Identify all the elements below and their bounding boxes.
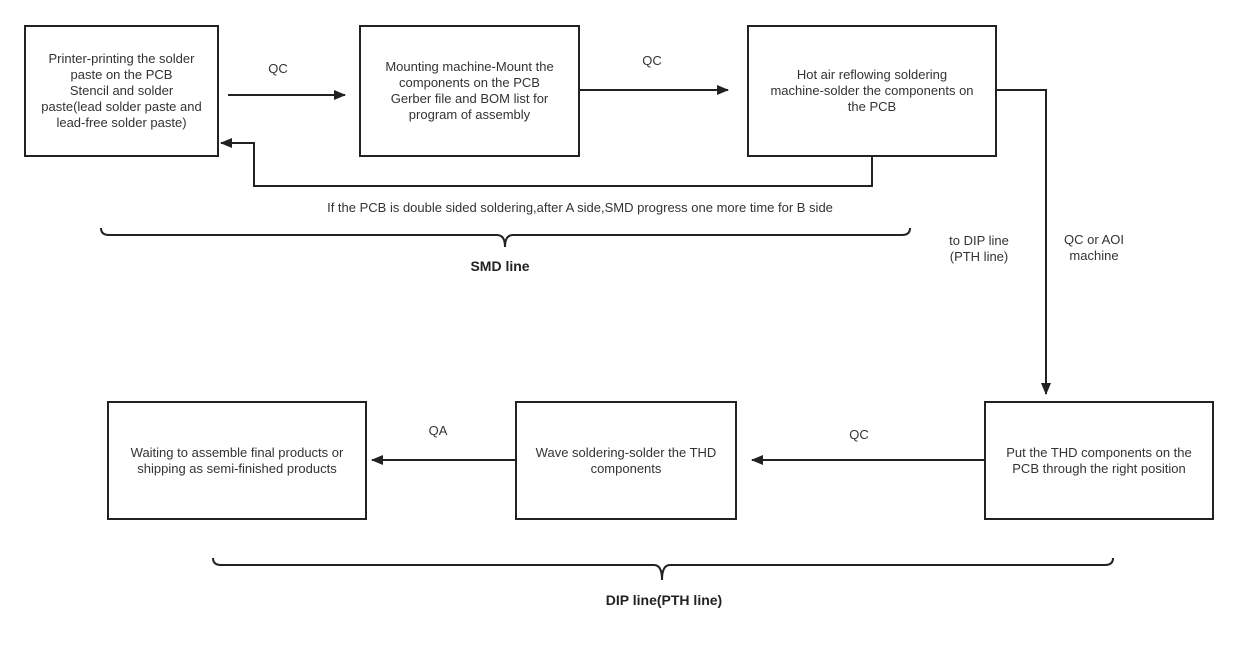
dip-line-brace — [212, 557, 1114, 581]
thd-step-text: Put the THD components on the PCB throug… — [1006, 444, 1192, 476]
wave-step-text: Wave soldering-solder the THD components — [535, 444, 717, 476]
smd-line-title: SMD line — [470, 258, 530, 274]
smd-line-brace — [100, 227, 911, 248]
arrow-reflow-to-thd — [996, 89, 1051, 395]
thd-step-box: Put the THD components on the PCB throug… — [984, 401, 1214, 520]
qc-label-1: QC — [268, 61, 288, 76]
printer-step-text: Printer-printing the solder paste on the… — [41, 51, 202, 130]
waiting-step-text: Waiting to assemble final products or sh… — [130, 444, 344, 476]
qc-label-2: QC — [642, 53, 662, 68]
reflow-step-box: Hot air reflowing soldering machine-sold… — [747, 25, 997, 157]
to-dip-label: to DIP line (PTH line) — [949, 233, 1009, 264]
reflow-step-text: Hot air reflowing soldering machine-sold… — [770, 67, 974, 114]
arrow-reflow-to-printer-feedback — [220, 138, 873, 187]
printer-step-box: Printer-printing the solder paste on the… — [24, 25, 219, 157]
mounting-step-text: Mounting machine-Mount the components on… — [385, 59, 554, 122]
feedback-label: If the PCB is double sided soldering,aft… — [327, 200, 833, 215]
qc-label-3: QC — [849, 427, 869, 442]
waiting-step-box: Waiting to assemble final products or sh… — [107, 401, 367, 520]
dip-line-title: DIP line(PTH line) — [605, 592, 723, 608]
qa-label: QA — [428, 423, 448, 438]
wave-step-box: Wave soldering-solder the THD components — [515, 401, 737, 520]
mounting-step-box: Mounting machine-Mount the components on… — [359, 25, 580, 157]
qc-aoi-label: QC or AOI machine — [1064, 232, 1124, 263]
